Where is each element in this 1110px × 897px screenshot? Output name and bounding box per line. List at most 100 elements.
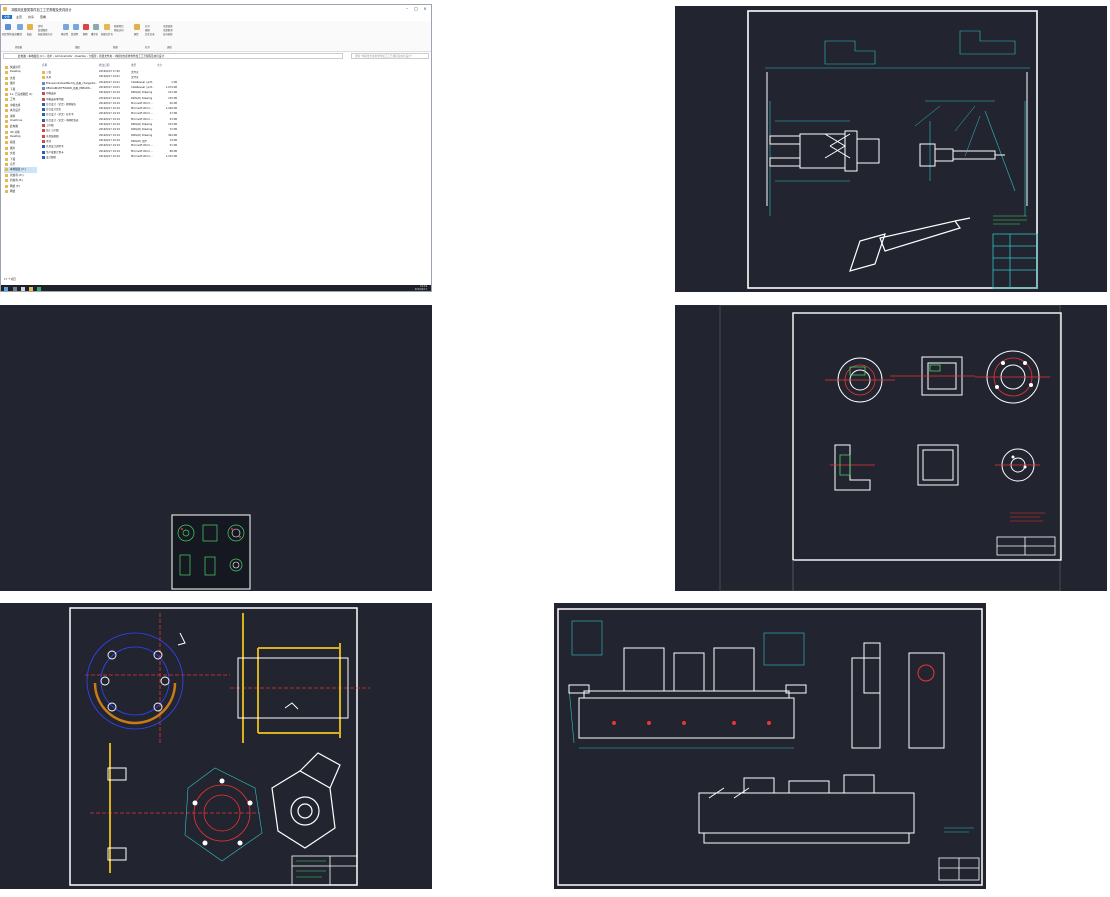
search-input[interactable]: 搜索“冲模用支座类零件加工工艺规程及夹具设计”: [351, 53, 429, 59]
nav-item-label: 此电脑: [10, 125, 18, 129]
title-bar: 冲模用支座类零件加工工艺规程及夹具设计 – □ ×: [1, 5, 431, 13]
nav-item-label: 下载: [10, 157, 16, 161]
tab-file[interactable]: 文件: [2, 15, 13, 19]
select-all-button[interactable]: 全部选择: [163, 25, 173, 28]
column-header-size[interactable]: 大小: [157, 64, 163, 67]
close-icon[interactable]: ×: [423, 6, 427, 11]
edit-button[interactable]: 编辑: [145, 29, 150, 32]
nav-item[interactable]: 音乐: [4, 162, 37, 167]
column-header-type[interactable]: 类型: [131, 64, 137, 67]
task-view-icon[interactable]: [21, 286, 25, 291]
nav-item[interactable]: 工作: [4, 97, 37, 102]
delete-icon[interactable]: [83, 24, 89, 30]
nav-item[interactable]: Desktop: [4, 135, 37, 140]
copy-icon[interactable]: [17, 24, 23, 30]
column-header-name[interactable]: 名称: [42, 64, 48, 67]
file-row[interactable]: REGUARD/OFFWARD_普惠_PREADD...2019/6/17 19…: [39, 86, 431, 91]
nav-item[interactable]: 新加卷 (D:): [4, 173, 37, 178]
pin-icon[interactable]: [5, 24, 11, 30]
nav-item[interactable]: 11. 已完成图纸 (1): [4, 92, 37, 97]
nav-item[interactable]: 3D 对象: [4, 130, 37, 135]
folder-icon: [3, 6, 7, 11]
title-block: [291, 855, 358, 886]
bolt-holes: [995, 361, 1033, 469]
nav-item[interactable]: 资料: [4, 114, 37, 119]
title-text-lines: [296, 860, 326, 878]
file-name: 综合设计（论文）开题报告: [46, 102, 77, 106]
file-name: 工序图: [46, 124, 54, 127]
file-row[interactable]: BraceworkaheadBuddy_普惠_chargelist...2019…: [39, 81, 431, 86]
copy-to-icon[interactable]: [73, 24, 79, 30]
tab-share[interactable]: 共享: [28, 15, 35, 19]
copy-path-button[interactable]: 复制路径: [38, 29, 48, 32]
paste-icon[interactable]: [27, 24, 33, 30]
nav-item[interactable]: 快速访问: [4, 65, 37, 70]
maximize-icon[interactable]: □: [414, 6, 418, 11]
nav-item[interactable]: 网络 (F:): [4, 184, 37, 189]
file-date: 2019/6/17 19:19: [99, 117, 120, 121]
window-title: 冲模用支座类零件加工工艺规程及夹具设计: [11, 8, 72, 12]
file-date: 2019/6/17 19:01: [99, 80, 120, 84]
paste-shortcut-button[interactable]: 粘贴快捷方式: [38, 33, 53, 36]
nav-item[interactable]: 冲模支座: [4, 103, 37, 108]
minimize-icon[interactable]: –: [406, 6, 408, 11]
nav-item[interactable]: 图片: [4, 146, 37, 151]
nav-item[interactable]: 下载: [4, 157, 37, 162]
search-icon[interactable]: [13, 286, 17, 291]
file-size: 1 KB: [171, 80, 177, 84]
app-icon[interactable]: [37, 286, 41, 291]
address-path: 此电脑 › 本地磁盘 (C:) › 用户 › Administrator › D…: [18, 55, 165, 58]
nav-item[interactable]: 此电脑: [4, 124, 37, 129]
cad-viewer-zoomed-out: [0, 305, 432, 591]
nav-item[interactable]: 新加卷 (E:): [4, 178, 37, 183]
nav-item[interactable]: 网络: [4, 189, 37, 194]
rename-icon[interactable]: [93, 24, 99, 30]
thumbnail-border: [171, 514, 251, 590]
file-explorer-icon[interactable]: [29, 286, 33, 291]
select-none-button[interactable]: 全部取消: [163, 29, 173, 32]
start-icon[interactable]: [4, 286, 8, 291]
green-hatching: [839, 364, 941, 476]
nav-item[interactable]: OneDrive: [4, 119, 37, 124]
workpiece-right: [919, 143, 1005, 167]
new-folder-icon[interactable]: [104, 24, 110, 30]
cut-button[interactable]: 剪切: [38, 25, 43, 28]
nav-item-label: 网络: [10, 189, 16, 193]
invert-selection-button[interactable]: 反向选择: [163, 33, 173, 36]
new-item-button[interactable]: 新建项目: [114, 25, 124, 28]
nav-item[interactable]: 下载: [4, 87, 37, 92]
column-header-date[interactable]: 修改日期: [99, 64, 110, 67]
nav-item[interactable]: 文档: [4, 76, 37, 81]
tab-home[interactable]: 主页: [16, 15, 23, 19]
open-button[interactable]: 打开: [145, 25, 150, 28]
nav-item[interactable]: 图片: [4, 81, 37, 86]
nav-item[interactable]: 视频: [4, 140, 37, 145]
nav-item[interactable]: 夹具设计: [4, 108, 37, 113]
drill-bit-drawing: [849, 217, 971, 272]
easy-access-button[interactable]: 轻松访问: [114, 29, 124, 32]
address-bar[interactable]: 此电脑 › 本地磁盘 (C:) › 用户 › Administrator › D…: [3, 53, 343, 59]
nav-item[interactable]: 本地磁盘 (C:): [4, 167, 37, 173]
nav-item[interactable]: 文档: [4, 151, 37, 156]
move-to-icon[interactable]: [63, 24, 69, 30]
dimension-lines: [765, 30, 1030, 216]
properties-icon[interactable]: [134, 24, 140, 30]
tab-view[interactable]: 查看: [40, 15, 47, 19]
history-button[interactable]: 历史记录: [145, 33, 155, 36]
nav-item[interactable]: Desktop: [4, 70, 37, 75]
